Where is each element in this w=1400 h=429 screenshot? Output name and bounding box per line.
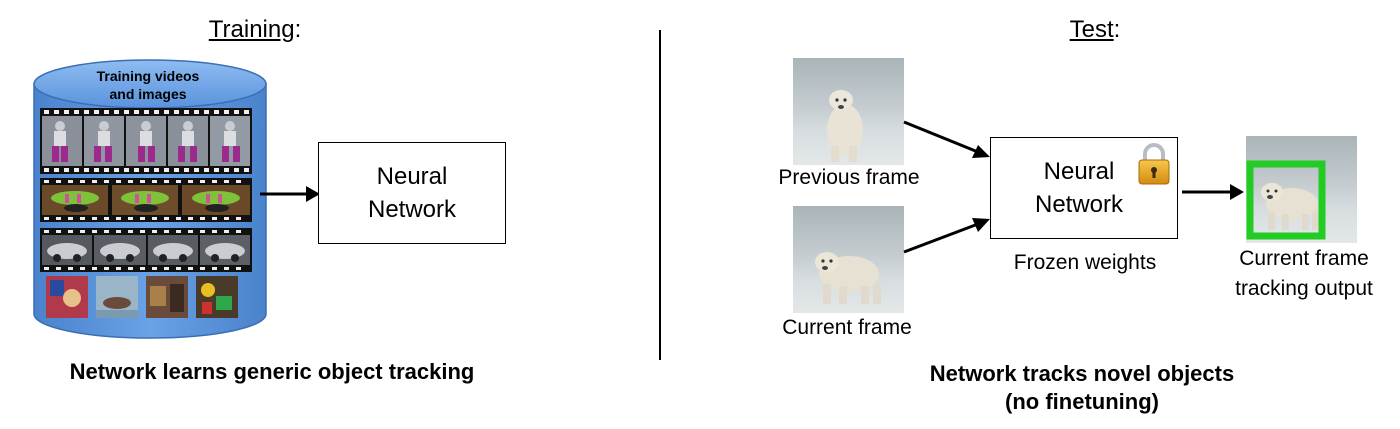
frozen-weights-label: Frozen weights xyxy=(1013,251,1157,274)
film-strip-skater xyxy=(40,108,252,174)
training-title-colon: : xyxy=(294,16,302,43)
previous-frame-label: Previous frame xyxy=(778,166,920,189)
film-strip-cars xyxy=(40,228,252,272)
training-neural-network-box: Neural Network xyxy=(318,142,506,244)
cylinder-label-line2: and images xyxy=(109,86,186,102)
polar-bear-previous xyxy=(827,90,863,162)
training-nn-line2: Network xyxy=(367,196,457,223)
section-divider xyxy=(659,30,661,360)
training-caption: Network learns generic object tracking xyxy=(69,359,475,384)
film-strip-chameleon xyxy=(40,178,252,222)
polar-bear-current xyxy=(815,252,881,304)
test-caption-line1: Network tracks novel objects xyxy=(929,361,1235,386)
tracking-bounding-box xyxy=(1246,160,1326,240)
polar-bear-tracked xyxy=(1246,160,1326,240)
test-title-colon: : xyxy=(1113,16,1121,43)
cylinder-label-line1: Training videos xyxy=(97,68,200,84)
training-arrow xyxy=(260,186,320,202)
tracking-output-image xyxy=(1246,136,1357,243)
training-data-cylinder: Training videos and images xyxy=(33,59,267,339)
tracking-output-line2: tracking output xyxy=(1235,277,1373,300)
test-title: Test: xyxy=(1040,16,1150,44)
test-input-arrows xyxy=(903,120,990,254)
previous-frame-image xyxy=(793,58,904,165)
tracking-output-label: Current frame tracking output xyxy=(1216,244,1392,304)
current-frame-image xyxy=(793,206,904,313)
test-nn-line2: Network xyxy=(1035,191,1124,218)
test-title-text: Test xyxy=(1069,16,1114,43)
test-caption: Network tracks novel objects (no finetun… xyxy=(860,360,1304,416)
training-nn-line1: Neural xyxy=(376,163,448,190)
training-title: Training: xyxy=(150,16,360,44)
test-output-arrow xyxy=(1182,184,1244,200)
training-title-text: Training xyxy=(208,16,295,43)
current-frame-label: Current frame xyxy=(782,316,912,339)
test-caption-line2: (no finetuning) xyxy=(1005,389,1159,414)
still-images-row xyxy=(46,276,238,318)
tracking-output-line1: Current frame xyxy=(1239,247,1369,270)
test-nn-line1: Neural xyxy=(1043,158,1115,185)
lock-icon xyxy=(1138,143,1170,185)
